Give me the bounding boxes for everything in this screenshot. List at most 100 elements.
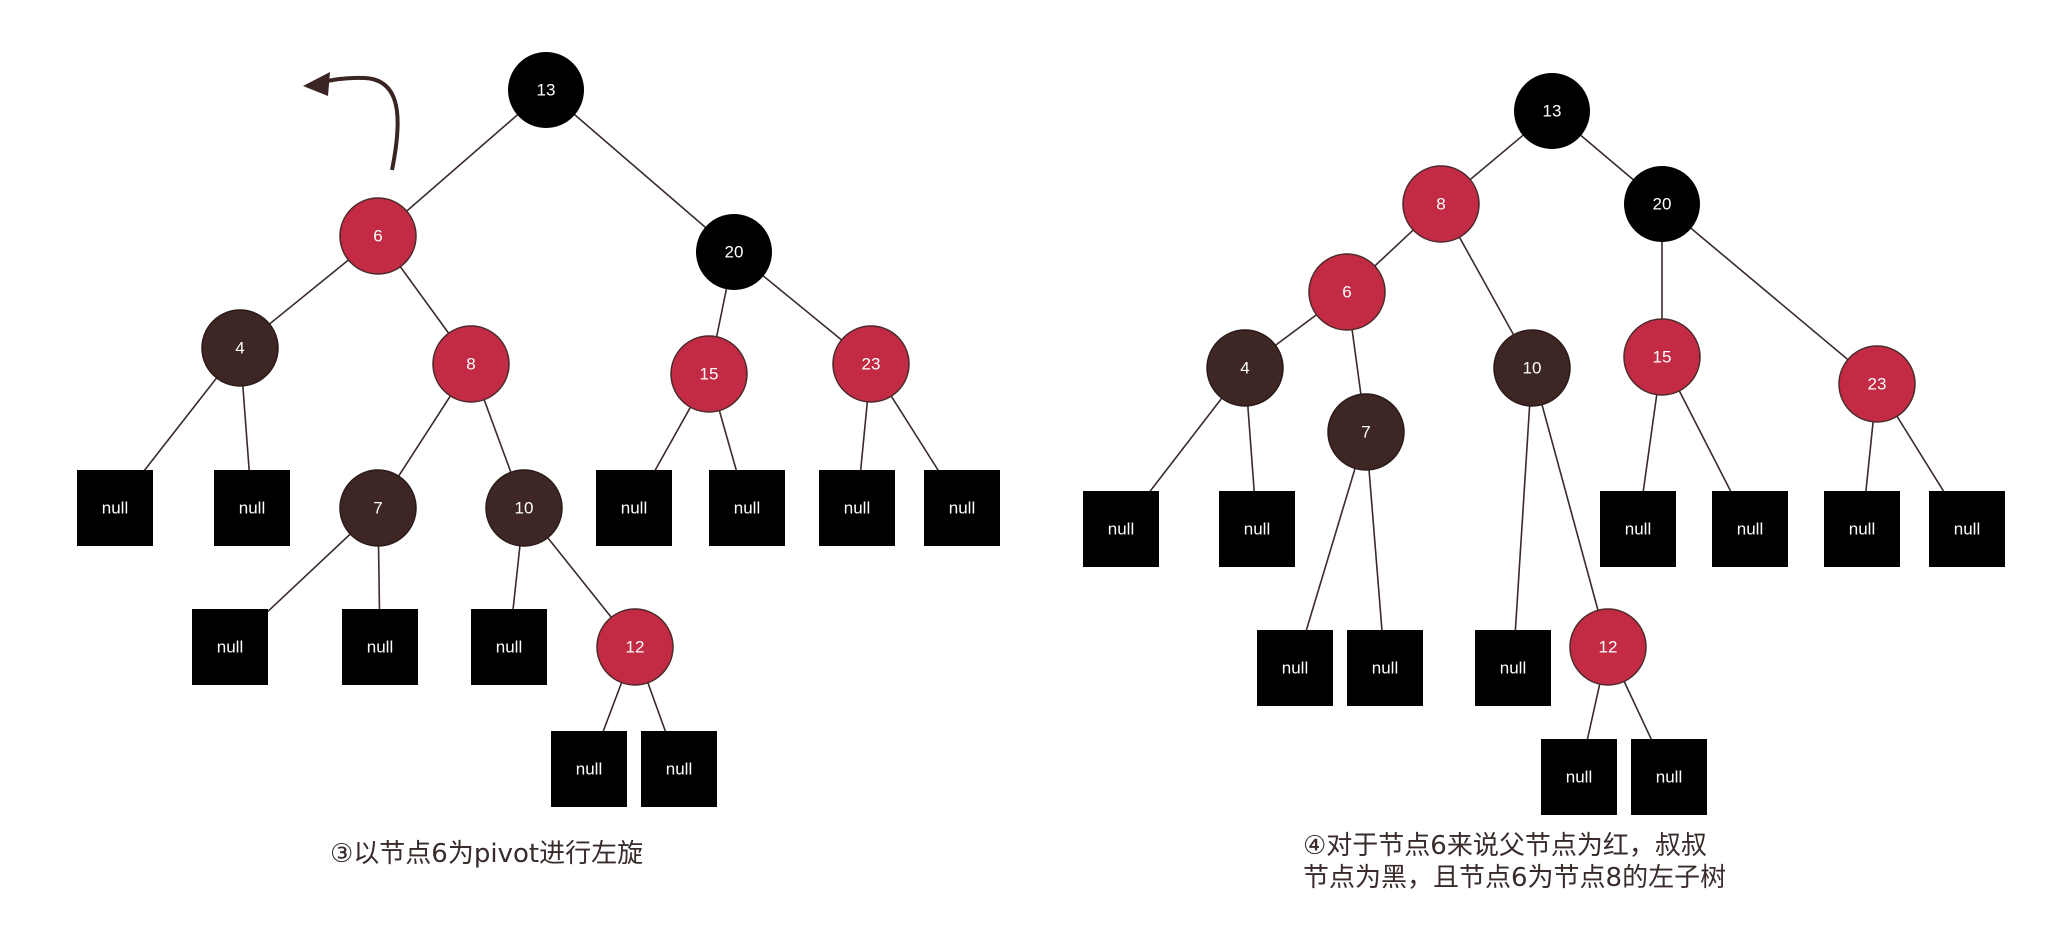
null-leaf-label: null — [734, 499, 760, 518]
node-label: 15 — [1653, 348, 1672, 367]
node-label: 20 — [725, 243, 744, 262]
tree-edge — [1661, 203, 1878, 385]
tree-edge — [1294, 431, 1367, 669]
null-leaf: null — [596, 470, 672, 546]
null-leaf-box — [819, 470, 895, 546]
null-leaf: null — [1475, 630, 1551, 706]
node-circle — [1514, 73, 1590, 149]
null-leaf-label: null — [367, 638, 393, 657]
null-leaf-box — [214, 470, 290, 546]
null-leaf: null — [1631, 739, 1707, 815]
null-leaf-box — [1347, 630, 1423, 706]
node-label: 23 — [862, 355, 881, 374]
null-leaf-box — [1219, 491, 1295, 567]
null-leaf-label: null — [1737, 520, 1763, 539]
null-leaf: null — [1083, 491, 1159, 567]
tree-node-4: 4 — [1206, 329, 1284, 407]
tree-node-23: 23 — [1838, 345, 1916, 423]
null-leaf: null — [1541, 739, 1617, 815]
node-label: 23 — [1868, 375, 1887, 394]
null-leaf: null — [551, 731, 627, 807]
null-leaf: null — [1712, 491, 1788, 567]
tree-node-7: 7 — [1327, 393, 1405, 471]
null-leaf-box — [1929, 491, 2005, 567]
null-leaf-box — [342, 609, 418, 685]
null-leaf: null — [342, 609, 418, 685]
null-leaf-label: null — [844, 499, 870, 518]
node-label: 20 — [1653, 195, 1672, 214]
null-leaf-label: null — [239, 499, 265, 518]
null-leaf-box — [471, 609, 547, 685]
tree-edge — [1531, 367, 1609, 648]
null-leaf-box — [192, 609, 268, 685]
null-leaf-box — [596, 470, 672, 546]
null-leaf: null — [819, 470, 895, 546]
tree-node-13: 13 — [1514, 73, 1590, 149]
node-label: 4 — [235, 339, 244, 358]
tree-node-6: 6 — [1308, 253, 1386, 331]
null-leaf-label: null — [1566, 768, 1592, 787]
rotation-arrow — [303, 72, 400, 171]
null-leaf: null — [641, 731, 717, 807]
tree-node-20: 20 — [1624, 166, 1700, 242]
null-leaf-box — [709, 470, 785, 546]
node-label: 7 — [373, 499, 382, 518]
node-circle — [508, 52, 584, 128]
tree-node-10: 10 — [485, 469, 563, 547]
node-label: 6 — [373, 227, 382, 246]
null-leaf-label: null — [1244, 520, 1270, 539]
node-label: 7 — [1361, 423, 1370, 442]
node-circle — [432, 325, 510, 403]
null-leaf-label: null — [1108, 520, 1134, 539]
null-leaf-box — [1257, 630, 1333, 706]
node-label: 12 — [1599, 638, 1618, 657]
null-leaf-label: null — [1656, 768, 1682, 787]
node-circle — [339, 469, 417, 547]
node-label: 15 — [700, 365, 719, 384]
node-circle — [832, 325, 910, 403]
node-circle — [696, 214, 772, 290]
null-leaf-box — [77, 470, 153, 546]
null-leaf-label: null — [576, 760, 602, 779]
tree-node-10: 10 — [1493, 329, 1571, 407]
node-circle — [485, 469, 563, 547]
node-circle — [1206, 329, 1284, 407]
null-leaf: null — [471, 609, 547, 685]
node-label: 10 — [1523, 359, 1542, 378]
null-leaf-box — [1475, 630, 1551, 706]
null-leaf-label: null — [1282, 659, 1308, 678]
node-circle — [201, 309, 279, 387]
node-circle — [1402, 165, 1480, 243]
node-label: 13 — [537, 81, 556, 100]
tree-node-8: 8 — [432, 325, 510, 403]
node-circle — [339, 197, 417, 275]
null-leaf-box — [1541, 739, 1617, 815]
node-label: 8 — [466, 355, 475, 374]
node-label: 10 — [515, 499, 534, 518]
null-leaf-label: null — [1625, 520, 1651, 539]
node-label: 8 — [1436, 195, 1445, 214]
null-leaf-box — [1631, 739, 1707, 815]
null-leaf: null — [77, 470, 153, 546]
null-leaf: null — [1257, 630, 1333, 706]
null-leaf-box — [1824, 491, 1900, 567]
null-leaf-label: null — [666, 760, 692, 779]
null-leaf: null — [1347, 630, 1423, 706]
null-leaf-label: null — [1500, 659, 1526, 678]
caption-step-4: ④对于节点6来说父节点为红，叔叔 节点为黑，且节点6为节点8的左子树 — [1303, 830, 1726, 894]
null-leaf-box — [641, 731, 717, 807]
null-leaf-label: null — [496, 638, 522, 657]
null-leaf: null — [1219, 491, 1295, 567]
node-circle — [596, 608, 674, 686]
null-leaf-box — [551, 731, 627, 807]
caption-line: ④对于节点6来说父节点为红，叔叔 — [1303, 831, 1707, 861]
null-leaf-label: null — [217, 638, 243, 657]
tree-node-12: 12 — [596, 608, 674, 686]
null-leaf-label: null — [1954, 520, 1980, 539]
null-leaf: null — [709, 470, 785, 546]
null-leaf-label: null — [621, 499, 647, 518]
null-leaf: null — [214, 470, 290, 546]
tree-node-13: 13 — [508, 52, 584, 128]
null-leaf-box — [1083, 491, 1159, 567]
